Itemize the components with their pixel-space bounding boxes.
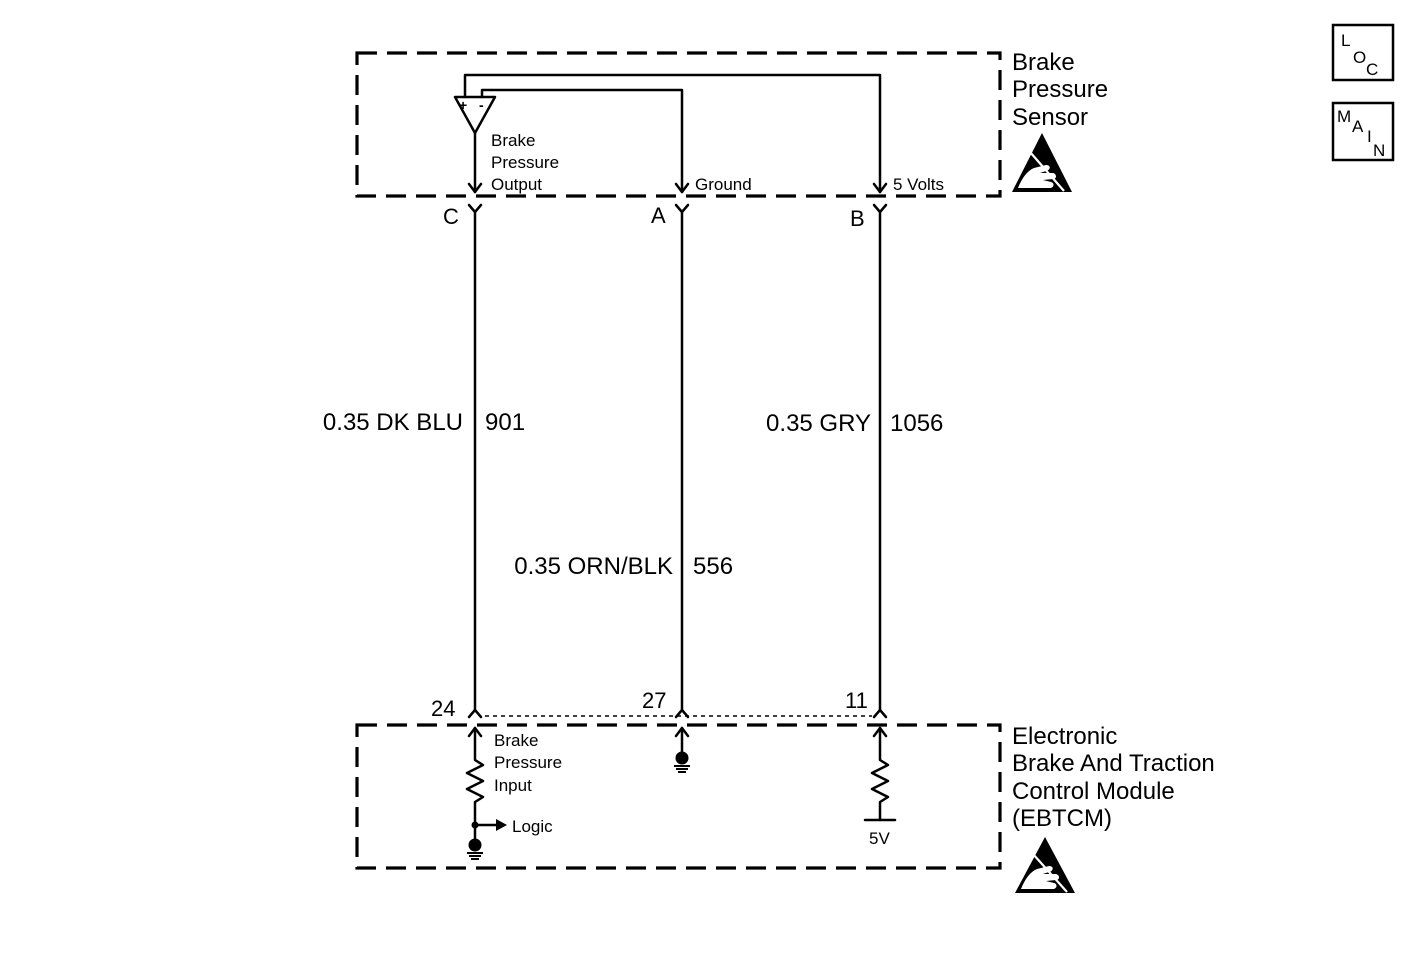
sensor-output-label: Brake Pressure Output [491,131,559,194]
arrow-down-icon [674,182,690,194]
connector-male-icon [467,708,483,719]
main-button[interactable]: M A I N [1331,101,1395,162]
module-pin-27: 27 [642,688,666,713]
loc-letter: O [1353,48,1366,67]
module-pin-24: 24 [431,696,455,721]
wire-size-color-label: 0.35 ORN/BLK [514,553,673,580]
sensor-triangle [453,95,497,135]
connector-male-icon [674,708,690,719]
main-letter: A [1352,117,1364,136]
sensor-pin-c: C [443,204,459,229]
input-pullup-resistor [465,726,485,841]
sensor-supply-label: 5 Volts [893,175,944,194]
sensor-element: + - [453,95,497,135]
sensor-output-label-line: Output [491,175,542,194]
loc-letter: C [1366,60,1378,79]
module-title-line: (EBTCM) [1012,805,1112,832]
module-title: Electronic Brake And Traction Control Mo… [1012,723,1215,832]
sensor-output-label-line: Brake [491,131,535,150]
loc-button[interactable]: L O C [1331,23,1395,82]
module-input-label: Brake Pressure Input [494,731,562,795]
module-component-boundary [355,723,1002,870]
main-letter: M [1337,107,1351,126]
sensor-component-boundary [355,51,1002,198]
sensor-terminal-plus: + [459,97,467,113]
module-input-label-line: Input [494,776,532,795]
logic-label: Logic [512,817,553,836]
module-input-label-line: Brake [494,731,538,750]
arrow-right-icon [496,819,507,831]
wire-circuit-number: 1056 [890,410,943,437]
wire-circuit-number: 901 [485,409,525,436]
sensor-terminal-minus: - [479,97,484,113]
module-input-label-line: Pressure [494,753,562,772]
ground-icon [674,751,690,773]
sensor-ground-label: Ground [695,175,752,194]
esd-sensitive-icon [1012,133,1072,192]
reference-voltage-label: 5V [869,829,890,848]
sensor-ground-wire [480,88,684,194]
module-title-line: Brake And Traction [1012,750,1215,777]
arrow-down-icon [467,182,483,194]
wire-size-color-label: 0.35 GRY [766,410,871,437]
sensor-pin-b: B [850,206,865,231]
sensor-title-line: Brake [1012,49,1075,76]
module-title-line: Electronic [1012,723,1117,750]
main-button-frame[interactable] [1331,101,1395,162]
sensor-title: Brake Pressure Sensor [1012,49,1108,131]
arrow-down-icon [872,182,888,194]
module-pin-11: 11 [845,688,868,713]
main-letter: I [1367,127,1372,146]
sensor-title-line: Pressure [1012,76,1108,103]
module-title-line: Control Module [1012,778,1175,805]
connector-male-icon [872,708,888,719]
ground-icon [467,838,483,860]
main-letter: N [1373,141,1385,160]
sensor-output-label-line: Pressure [491,153,559,172]
esd-sensitive-icon [1015,837,1075,893]
loc-button-frame[interactable] [1331,23,1395,82]
sensor-title-line: Sensor [1012,104,1088,131]
loc-letter: L [1341,31,1350,50]
wire-size-color-label: 0.35 DK BLU [323,409,463,436]
sensor-supply-wire [463,73,882,194]
sensor-pin-a: A [651,203,666,228]
reference-supply-resistor [870,726,890,822]
wire-circuit-number: 556 [693,553,733,580]
